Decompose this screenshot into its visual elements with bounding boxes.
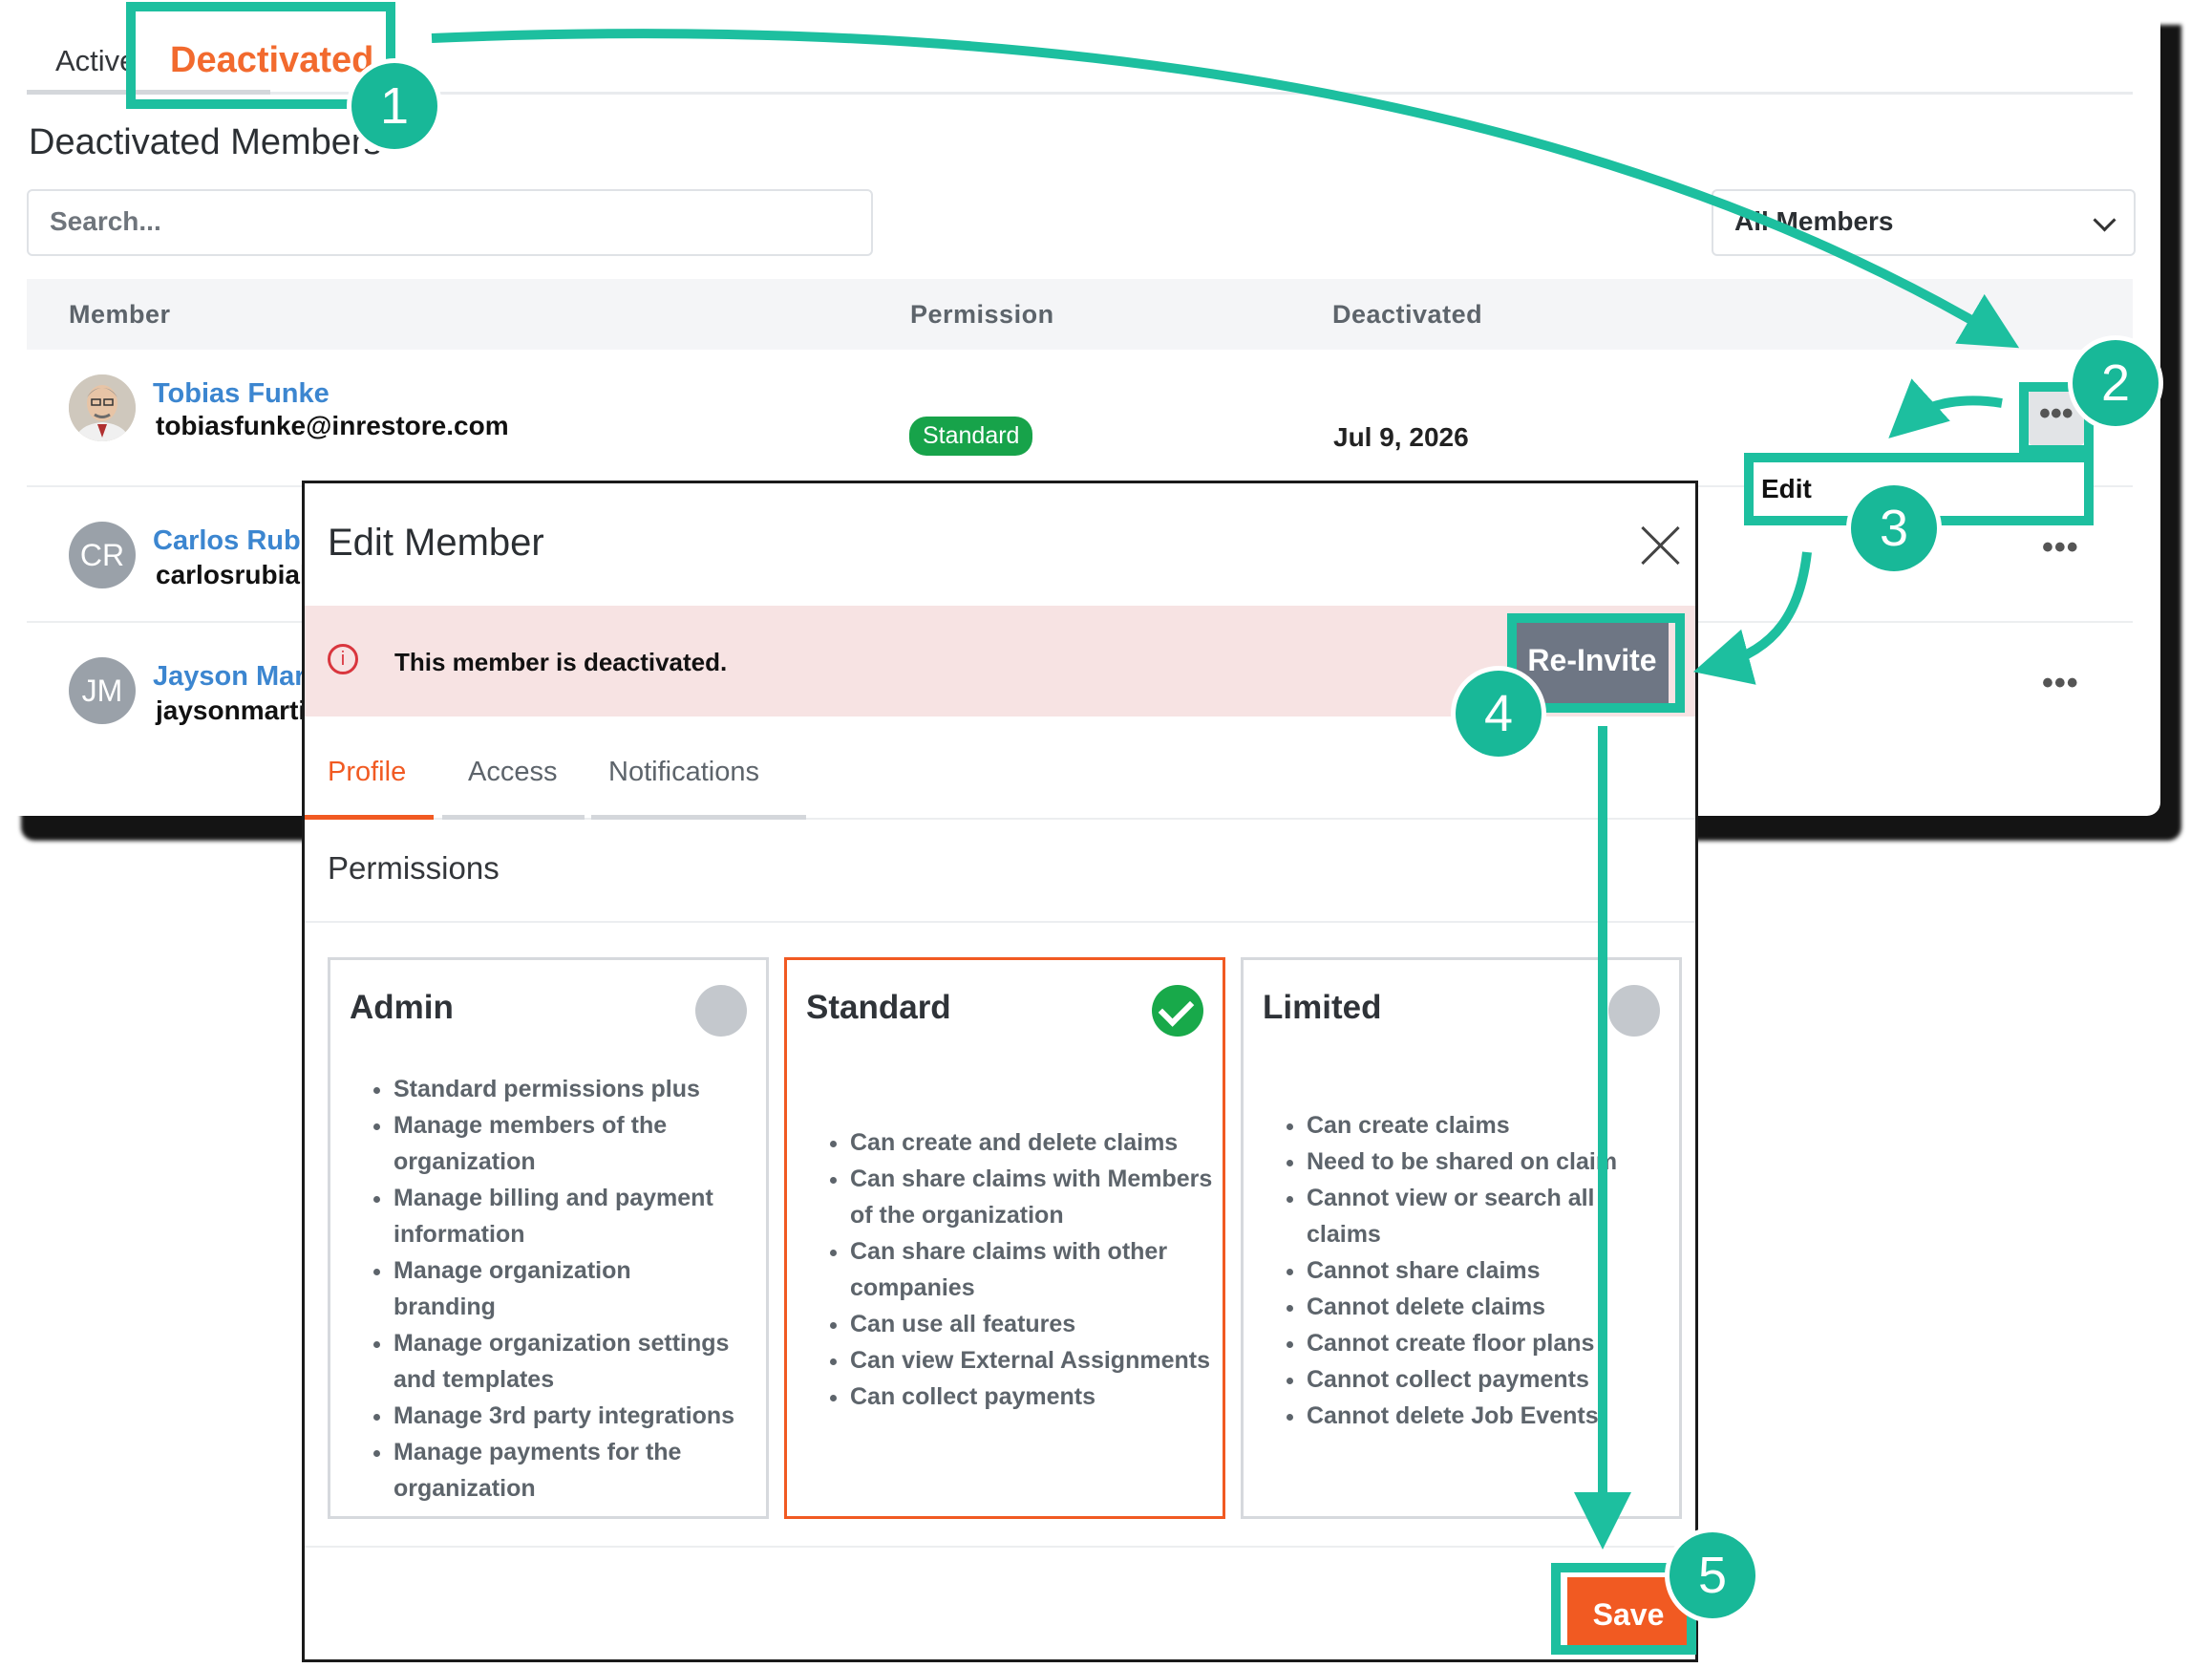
chevron-down-icon: [2093, 208, 2116, 232]
save-button[interactable]: Save: [1567, 1577, 1690, 1652]
permissions-heading: Permissions: [328, 850, 500, 886]
table-row[interactable]: JM Jayson Mar jaysonmarti •••: [27, 621, 2133, 757]
more-dots-icon: •••: [2039, 396, 2074, 432]
list-item: Cannot view or search all claims: [1307, 1180, 1650, 1252]
radio-unselected-icon[interactable]: [1608, 985, 1660, 1037]
list-item: Can view External Assignments: [850, 1342, 1232, 1379]
column-header-member[interactable]: Member: [69, 300, 171, 329]
list-item: Can share claims with other companies: [850, 1233, 1232, 1306]
list-item: Standard permissions plus: [393, 1071, 737, 1107]
member-filter-value: All Members: [1734, 206, 1894, 236]
list-item: Manage 3rd party integrations: [393, 1398, 737, 1434]
member-email: jaysonmarti: [156, 695, 307, 725]
permission-list: Can create and delete claims Can share c…: [808, 1124, 1232, 1415]
modal-title: Edit Member: [328, 522, 544, 564]
tab-indicator: [305, 815, 434, 820]
radio-unselected-icon[interactable]: [695, 985, 747, 1037]
row-menu-icon[interactable]: •••: [2042, 529, 2079, 566]
tab-underline: [442, 815, 585, 820]
list-item: Need to be shared on claim: [1307, 1144, 1650, 1180]
list-item: Manage payments for the organization: [393, 1434, 737, 1507]
member-email: carlosrubial: [156, 560, 308, 589]
member-name-link[interactable]: Carlos Rubia: [153, 525, 324, 556]
check-circle-icon[interactable]: [1152, 985, 1203, 1037]
list-item: Can create and delete claims: [850, 1124, 1232, 1161]
list-item: Cannot delete claims: [1307, 1289, 1650, 1325]
permission-card-limited[interactable]: Limited Can create claims Need to be sha…: [1241, 957, 1682, 1519]
list-item: Can share claims with Members of the org…: [850, 1161, 1232, 1233]
card-title: Standard: [806, 989, 951, 1026]
list-item: Manage billing and payment information: [393, 1180, 737, 1252]
search-placeholder: Search...: [50, 206, 161, 236]
card-title: Admin: [350, 989, 454, 1026]
permission-badge: Standard: [909, 417, 1033, 456]
deactivated-alert: i This member is deactivated.: [305, 606, 1695, 716]
tab-underline: [27, 90, 270, 95]
tab-notifications[interactable]: Notifications: [608, 757, 759, 787]
modal-tabs: Profile Access Notifications: [305, 751, 1695, 820]
search-input[interactable]: Search...: [27, 189, 873, 256]
avatar: JM: [69, 657, 136, 724]
list-item: Cannot create floor plans: [1307, 1325, 1650, 1361]
member-name-link[interactable]: Jayson Mar: [153, 661, 306, 692]
deactivated-date: Jul 9, 2026: [1333, 422, 1469, 452]
list-item: Manage organization branding: [393, 1252, 737, 1325]
row-menu-icon[interactable]: •••: [2042, 665, 2079, 701]
card-title: Limited: [1263, 989, 1382, 1026]
list-item: Manage members of the organization: [393, 1107, 737, 1180]
alert-text: This member is deactivated.: [394, 648, 728, 676]
member-email: tobiasfunke@inrestore.com: [156, 411, 509, 440]
row-menu-button[interactable]: •••: [2029, 390, 2084, 445]
list-item: Cannot share claims: [1307, 1252, 1650, 1289]
row-action-menu: Edit: [1748, 455, 2086, 518]
list-item: Cannot delete Job Events: [1307, 1398, 1650, 1434]
list-item: Can use all features: [850, 1306, 1232, 1342]
member-filter-select[interactable]: All Members: [1712, 189, 2136, 256]
table-header: Member Permission Deactivated: [27, 279, 2133, 350]
divider: [305, 921, 1695, 923]
tab-profile[interactable]: Profile: [328, 757, 407, 787]
tab-access[interactable]: Access: [468, 757, 558, 787]
tab-underline: [591, 815, 806, 820]
reinvite-button[interactable]: Re-Invite: [1516, 617, 1669, 703]
list-item: Manage organization settings and templat…: [393, 1325, 737, 1398]
column-header-permission[interactable]: Permission: [910, 300, 1054, 329]
edit-member-modal: Edit Member i This member is deactivated…: [302, 481, 1698, 1662]
list-item: Cannot collect payments: [1307, 1361, 1650, 1398]
avatar: [69, 374, 136, 441]
list-item: Can create claims: [1307, 1107, 1650, 1144]
permission-list: Standard permissions plus Manage members…: [351, 1071, 737, 1507]
tab-deactivated[interactable]: Deactivated: [170, 40, 374, 80]
close-icon[interactable]: [1636, 522, 1684, 569]
member-name-link[interactable]: Tobias Funke: [153, 378, 330, 409]
column-header-deactivated[interactable]: Deactivated: [1332, 300, 1483, 329]
person-photo-icon: [69, 374, 136, 441]
info-icon: i: [328, 644, 358, 674]
page-title: Deactivated Members: [29, 122, 382, 162]
divider: [305, 1546, 1695, 1548]
list-item: Can collect payments: [850, 1379, 1232, 1415]
permission-card-admin[interactable]: Admin Standard permissions plus Manage m…: [328, 957, 769, 1519]
permission-list: Can create claims Need to be shared on c…: [1265, 1107, 1650, 1434]
tab-active[interactable]: Active: [55, 44, 137, 77]
avatar: CR: [69, 522, 136, 588]
edit-menu-item[interactable]: Edit: [1761, 474, 1812, 503]
permission-card-standard[interactable]: Standard Can create and delete claims Ca…: [784, 957, 1225, 1519]
